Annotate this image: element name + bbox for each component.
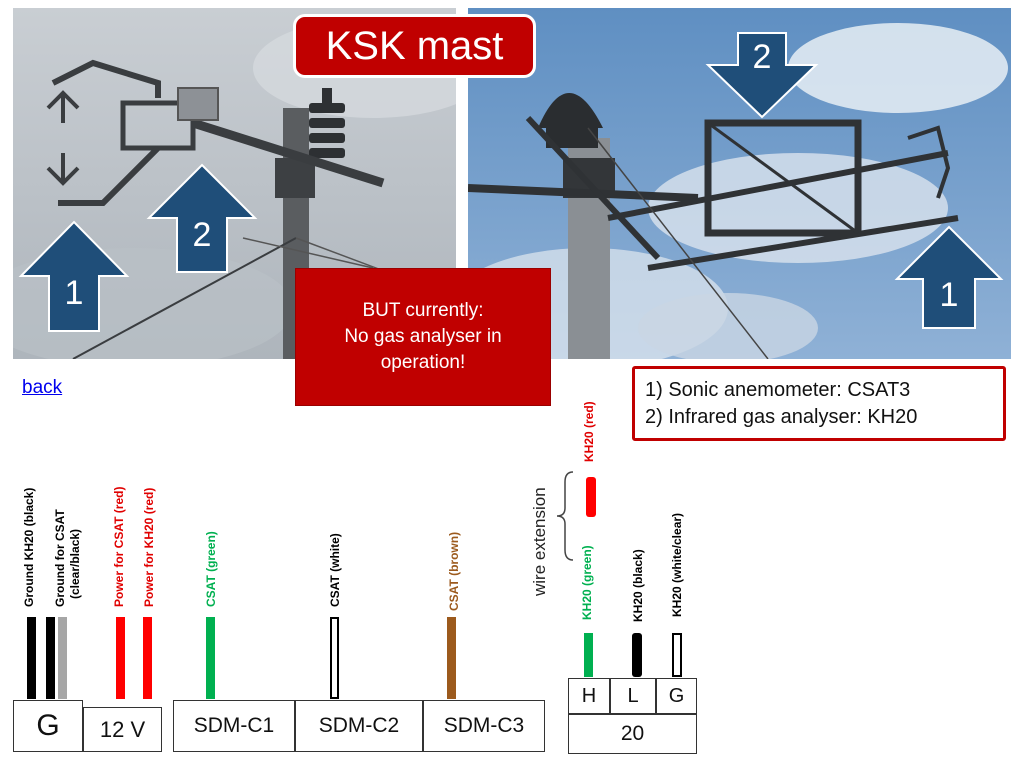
page-title: KSK mast xyxy=(325,23,504,68)
terminal-20: 20 xyxy=(568,714,697,754)
wire-csat-white xyxy=(330,617,339,699)
terminal-g-label: G xyxy=(36,709,60,742)
terminal-12v: 12 V xyxy=(83,707,162,752)
terminal-sdm-c1: SDM-C1 xyxy=(173,700,295,752)
notice-box: BUT currently: No gas analyser in operat… xyxy=(295,268,551,406)
wire-extension-brace xyxy=(556,471,574,561)
arrow-label-left-2: 2 xyxy=(193,216,212,254)
label-kh20-green: KH20 (green) xyxy=(580,545,594,620)
arrow-label-right-1: 1 xyxy=(940,276,959,314)
label-ground-kh20: Ground KH20 (black) xyxy=(22,487,36,607)
label-csat-brown: CSAT (brown) xyxy=(447,531,461,611)
label-ground-csat-line1: Ground for CSAT xyxy=(53,509,67,607)
notice-line-1: BUT currently: xyxy=(362,300,484,321)
wire-csat-green xyxy=(206,617,215,699)
label-kh20-black: KH20 (black) xyxy=(631,549,645,622)
terminal-sdm-c3: SDM-C3 xyxy=(423,700,545,752)
arrow-label-right-2: 2 xyxy=(753,38,772,76)
terminal-l-label: L xyxy=(627,684,639,707)
notice-line-3: operation! xyxy=(380,352,466,373)
label-kh20-white: KH20 (white/clear) xyxy=(670,512,684,617)
terminal-12v-label: 12 V xyxy=(99,716,146,742)
back-link[interactable]: back xyxy=(22,377,63,398)
title-box: KSK mast xyxy=(293,14,536,78)
mast-photo-right-drawing: 2 1 xyxy=(468,8,1011,359)
label-power-kh20: Power for KH20 (red) xyxy=(142,487,156,607)
mast-photo-right: 2 1 xyxy=(468,8,1011,359)
terminal-sdm-c3-label: SDM-C3 xyxy=(443,714,525,737)
label-wire-extension: wire extension xyxy=(530,487,549,596)
legend-item-gas: 2) Infrared gas analyser: KH20 xyxy=(645,406,918,428)
wire-kh20-white xyxy=(672,633,682,677)
terminal-g2-label: G xyxy=(668,684,685,707)
notice-line-2: No gas analyser in xyxy=(344,326,502,347)
wire-kh20-red xyxy=(586,477,596,517)
wire-ground-kh20 xyxy=(27,617,36,699)
arrow-label-left-1: 1 xyxy=(65,274,84,312)
wire-power-kh20 xyxy=(143,617,152,699)
label-ground-csat: Ground for CSAT (clear/black) xyxy=(53,509,83,607)
label-csat-green: CSAT (green) xyxy=(204,531,218,607)
terminal-sdm-c2: SDM-C2 xyxy=(295,700,423,752)
terminal-g2: G xyxy=(656,678,697,714)
terminal-sdm-c1-label: SDM-C1 xyxy=(193,714,275,737)
wire-kh20-green xyxy=(584,633,593,677)
terminal-20-label: 20 xyxy=(620,722,645,745)
terminal-h-label: H xyxy=(581,684,597,707)
terminal-h: H xyxy=(568,678,610,714)
wire-ground-csat-black xyxy=(46,617,55,699)
terminal-l: L xyxy=(610,678,656,714)
terminal-g: G xyxy=(13,700,83,752)
wire-power-csat xyxy=(116,617,125,699)
label-power-csat: Power for CSAT (red) xyxy=(112,486,126,607)
label-ground-csat-line2: (clear/black) xyxy=(68,528,82,599)
label-csat-white: CSAT (white) xyxy=(328,533,342,607)
wire-kh20-black xyxy=(632,633,642,677)
label-kh20-red: KH20 (red) xyxy=(582,401,596,462)
terminal-sdm-c2-label: SDM-C2 xyxy=(318,714,400,737)
legend-item-sonic: 1) Sonic anemometer: CSAT3 xyxy=(645,379,911,401)
wire-ground-csat-clear xyxy=(58,617,67,699)
wire-csat-brown xyxy=(447,617,456,699)
legend-box: 1) Sonic anemometer: CSAT3 2) Infrared g… xyxy=(632,366,1006,441)
